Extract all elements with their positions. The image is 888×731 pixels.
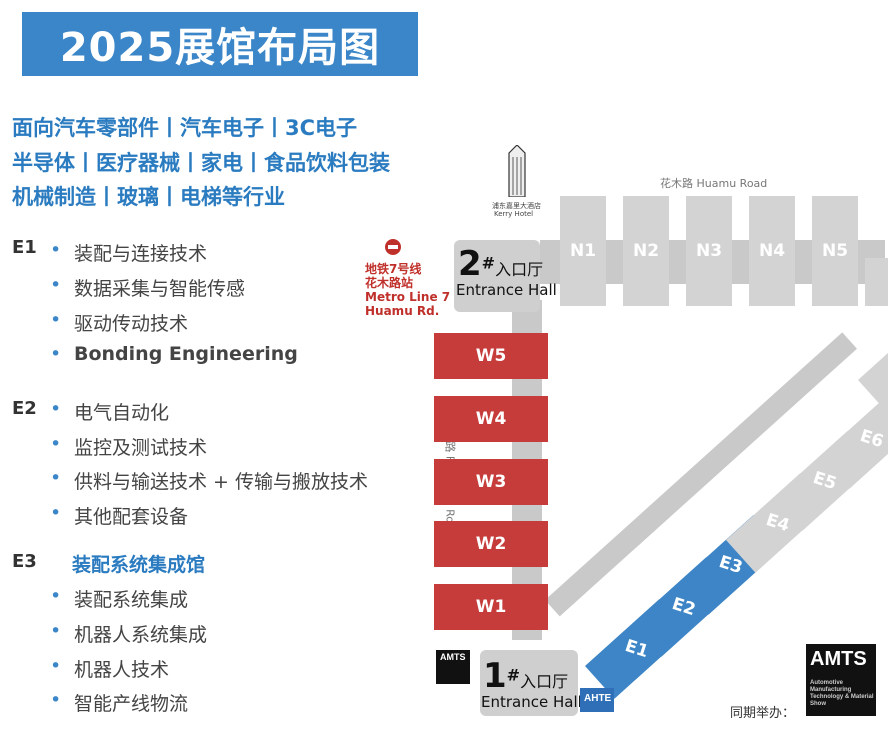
list-item: 数据采集与智能传感 bbox=[50, 274, 245, 301]
entrance-1-en: Entrance Hall bbox=[481, 693, 582, 711]
hall-n4: N4 bbox=[749, 196, 795, 306]
entrance-2-label: 2#入口厅 bbox=[458, 244, 544, 284]
hall-east-edge bbox=[858, 339, 888, 413]
hall-w2: W2 bbox=[434, 521, 548, 567]
category-label-e3: E3 bbox=[12, 551, 37, 572]
hall-n1: N1 bbox=[560, 196, 606, 306]
ahte-logo: AHTE bbox=[580, 688, 614, 712]
page-title: 2025展馆布局图 bbox=[59, 25, 381, 71]
entrance-hall-1 bbox=[480, 650, 578, 716]
hall-w1: W1 bbox=[434, 584, 548, 630]
hall-n3: N3 bbox=[686, 196, 732, 306]
list-item: 智能产线物流 bbox=[50, 689, 188, 716]
hotel-building-icon bbox=[508, 145, 526, 197]
list-item: 驱动传动技术 bbox=[50, 309, 188, 336]
hall-n2: N2 bbox=[623, 196, 669, 306]
hall-w5: W5 bbox=[434, 333, 548, 379]
hall-w4: W4 bbox=[434, 396, 548, 442]
category-label-e1: E1 bbox=[12, 237, 37, 258]
huamu-road-label: 花木路 Huamu Road bbox=[660, 177, 768, 190]
list-item: 供料与输送技术 + 传输与搬放技术 bbox=[50, 467, 368, 494]
industry-line-2: 半导体丨医疗器械丨家电丨食品饮料包装 bbox=[12, 151, 390, 175]
list-item: 装配与连接技术 bbox=[50, 239, 207, 266]
amts-small-logo: AMTS bbox=[436, 650, 470, 684]
entrance-hall-2 bbox=[454, 240, 540, 312]
category-label-e2: E2 bbox=[12, 398, 37, 419]
entrance-2-en: Entrance Hall bbox=[456, 281, 557, 299]
hall-north-edge bbox=[865, 258, 888, 306]
amts-big-logo: AMTS Automotive Manufacturing Technology… bbox=[806, 644, 876, 716]
hotel-name-en: Kerry Hotel bbox=[494, 210, 534, 218]
metro-station-label: 地铁7号线 花木路站 Metro Line 7 Huamu Rd. bbox=[365, 262, 451, 318]
page-title-banner: 2025展馆布局图 bbox=[22, 12, 418, 76]
organizer-label: 同期举办： bbox=[730, 706, 796, 721]
list-item: 机器人系统集成 bbox=[50, 620, 207, 647]
hall-w3: W3 bbox=[434, 459, 548, 505]
metro-icon bbox=[385, 239, 401, 255]
list-item: 其他配套设备 bbox=[50, 502, 188, 529]
industry-line-3: 机械制造丨玻璃丨电梯等行业 bbox=[12, 185, 285, 209]
list-item: 监控及测试技术 bbox=[50, 433, 207, 460]
hall-n5: N5 bbox=[812, 196, 858, 306]
hotel-name-cn: 浦东嘉里大酒店 bbox=[492, 202, 541, 210]
list-item: 电气自动化 bbox=[50, 398, 169, 425]
list-item: 装配系统集成 bbox=[50, 585, 188, 612]
industry-line-1: 面向汽车零部件丨汽车电子丨3C电子 bbox=[12, 116, 358, 140]
entrance-1-label: 1#入口厅 bbox=[483, 656, 569, 696]
list-item: Bonding Engineering bbox=[50, 343, 298, 365]
list-item: 机器人技术 bbox=[50, 655, 169, 682]
category-title-e3: 装配系统集成馆 bbox=[72, 554, 206, 576]
